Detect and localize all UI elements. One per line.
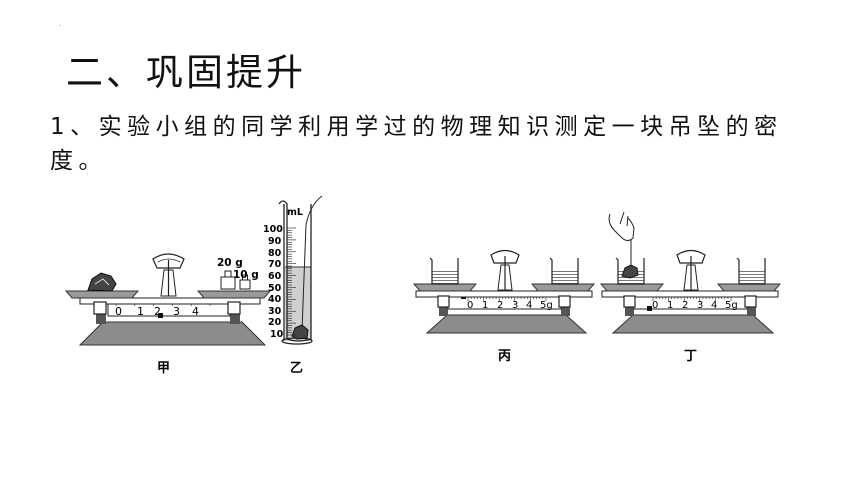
tick-label-40: 40 <box>268 294 282 305</box>
pan-right <box>716 283 782 292</box>
beam-label-5g: 5g <box>725 300 738 311</box>
beaker-water-right <box>552 270 578 284</box>
caption-jia: 甲 <box>157 361 170 376</box>
weight-10g-label: 10 g <box>233 269 259 281</box>
cylinder-ticks <box>287 227 296 336</box>
weight-20g-label: 20 g <box>217 257 243 269</box>
beaker-water-right <box>739 270 765 284</box>
beam-label-2: 2 <box>154 305 161 318</box>
beam-label-2: 2 <box>497 300 503 311</box>
corner-mark: . <box>59 19 62 28</box>
tick-label-60: 60 <box>268 271 282 282</box>
stone-in-cylinder <box>291 324 309 340</box>
pan-left <box>64 290 140 299</box>
beam-label-1: 1 <box>667 300 673 311</box>
adjust-knob-left <box>623 295 636 308</box>
beam-label-0: 0 <box>467 300 473 311</box>
tick-label-70: 70 <box>268 259 282 270</box>
balance-bar <box>79 297 261 305</box>
beaker-left <box>429 257 459 285</box>
weight-10g <box>239 279 251 290</box>
hanging-stone <box>621 264 639 279</box>
adjust-knob-right <box>227 301 241 315</box>
balance-leg-right <box>230 306 240 324</box>
thread <box>301 195 323 331</box>
balance-leg-right <box>747 300 756 316</box>
beam-label-3: 3 <box>173 305 180 318</box>
beam-label-3: 3 <box>512 300 518 311</box>
rider <box>647 306 652 311</box>
beam-label-3: 3 <box>697 300 703 311</box>
unit-label: mL <box>287 207 303 218</box>
question-text: 1、实验小组的同学利用学过的物理知识测定一块吊坠的密度。 <box>50 114 783 174</box>
beam-label-1: 1 <box>482 300 488 311</box>
beam-label-4: 4 <box>192 305 199 318</box>
graduated-cylinder-yi: mL 100 90 80 70 60 50 40 30 20 10 乙 <box>263 195 323 376</box>
balance-bar <box>415 290 593 298</box>
adjust-knob-right <box>744 295 757 308</box>
tick-label-80: 80 <box>268 248 282 259</box>
beam-label-1: 1 <box>137 305 144 318</box>
balance-figure-ding: 0 1 2 3 4 5g 丁 <box>599 211 782 364</box>
tick-label-20: 20 <box>268 317 282 328</box>
beaker-right <box>736 257 766 285</box>
caption-ding: 丁 <box>684 349 697 364</box>
beam-label-5g: 5g <box>540 300 553 311</box>
tick-label-10: 10 <box>270 329 284 340</box>
balance-figure-jia: 0 1 2 3 4 20 g 10 g 甲 <box>64 253 272 376</box>
beam-label-4: 4 <box>711 300 717 311</box>
adjust-knob-left <box>437 295 450 308</box>
tick-label-50: 50 <box>268 283 282 294</box>
hand-holding-thread <box>608 211 635 241</box>
section-heading: 二、巩固提升 <box>66 51 306 94</box>
pan-left <box>412 283 478 292</box>
pan-right <box>530 283 596 292</box>
balance-leg-left <box>625 300 634 316</box>
pan-left <box>599 283 665 292</box>
caption-yi: 乙 <box>290 361 303 376</box>
caption-bing: 丙 <box>498 349 511 364</box>
beam-label-0: 0 <box>115 305 122 318</box>
adjust-knob-right <box>558 295 571 308</box>
balance-leg-left <box>439 300 448 316</box>
tick-label-30: 30 <box>268 306 282 317</box>
beaker-right <box>549 257 579 285</box>
balance-base <box>78 321 267 346</box>
balance-figure-bing: 0 1 2 3 4 5g 丙 <box>412 249 596 364</box>
beaker-water-left <box>432 270 458 284</box>
balance-base <box>611 314 775 334</box>
beam-label-0: 0 <box>652 300 658 311</box>
balance-leg-right <box>561 300 570 316</box>
tick-label-90: 90 <box>268 236 282 247</box>
beam-label-4: 4 <box>526 300 532 311</box>
pan-right <box>196 290 272 299</box>
pendant-stone <box>87 272 117 292</box>
adjust-knob-left <box>93 301 107 315</box>
beam-label-2: 2 <box>682 300 688 311</box>
balance-bar <box>601 290 779 298</box>
rider <box>158 313 163 318</box>
balance-base <box>425 314 588 334</box>
tick-label-100: 100 <box>263 224 283 235</box>
balance-leg-left <box>96 306 106 324</box>
beaker-left <box>615 257 645 285</box>
